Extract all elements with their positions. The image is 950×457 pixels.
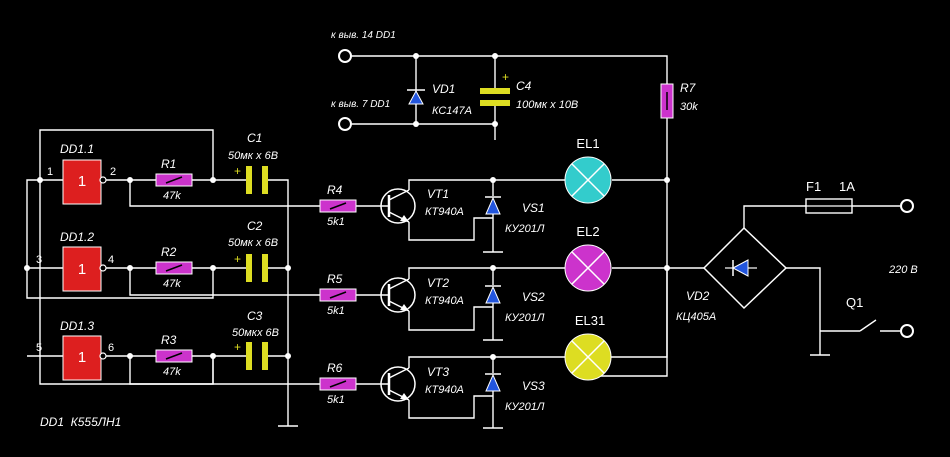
vs1-type: КУ201Л <box>505 223 545 235</box>
wires <box>26 55 900 429</box>
junctions <box>24 53 670 360</box>
gate-2-in-pin: 3 <box>36 254 42 266</box>
base-resistors <box>319 199 357 391</box>
el2-lamp <box>564 244 612 292</box>
vt1-ref: VT1 <box>427 187 449 201</box>
c1-ref: C1 <box>247 131 262 145</box>
el2-ref: EL2 <box>576 224 599 239</box>
c4-value: 100мк х 10В <box>516 99 578 111</box>
c2-ref: C2 <box>247 219 263 233</box>
terminal-pin14 <box>338 49 352 63</box>
vd1-zener <box>407 89 425 105</box>
r3-ref: R3 <box>161 333 177 347</box>
gate-dd1-2 <box>62 246 102 292</box>
el3-ref: EL31 <box>575 313 605 328</box>
mains-voltage: 220 В <box>888 264 918 276</box>
timing-resistors <box>155 173 193 363</box>
vt2-type: КТ940А <box>425 295 464 307</box>
c1-value: 50мк х 6В <box>228 150 278 162</box>
el3-lamp <box>564 333 612 381</box>
gate-3-symbol: 1 <box>78 349 86 366</box>
gate-3-ref: DD1.3 <box>60 319 94 333</box>
vt3-ref: VT3 <box>427 365 449 379</box>
c4-capacitor <box>480 88 510 106</box>
vs3-ref: VS3 <box>522 379 545 393</box>
vs2-thyristor <box>485 285 501 304</box>
r2-ref: R2 <box>161 245 177 259</box>
vt3-transistor <box>380 366 416 402</box>
vs3-type: КУ201Л <box>505 401 545 413</box>
r7-value: 30k <box>680 101 698 113</box>
c2-capacitor <box>246 254 252 282</box>
vs3-thyristor <box>485 373 501 392</box>
r1-ref: R1 <box>161 157 176 171</box>
r6-value: 5k1 <box>327 394 345 406</box>
q1-ref: Q1 <box>846 295 863 310</box>
transistors <box>380 188 416 402</box>
c1-plus: + <box>234 164 241 178</box>
vd2-ref: VD2 <box>686 289 710 303</box>
c2-plus: + <box>234 252 241 266</box>
r6-ref: R6 <box>327 361 343 375</box>
vt2-transistor <box>380 277 416 313</box>
c1-capacitor <box>246 166 252 194</box>
chip-label: DD1 К555ЛН1 <box>40 415 121 429</box>
vs1-ref: VS1 <box>522 201 545 215</box>
f1-ref: F1 <box>806 179 821 194</box>
terminal-mains-bottom <box>900 324 914 338</box>
r4-ref: R4 <box>327 183 343 197</box>
vt1-type: КТ940А <box>425 206 464 218</box>
gate-1-symbol: 1 <box>78 173 86 190</box>
terminals <box>338 49 914 338</box>
pin14-label: к выв. 14 DD1 <box>331 30 396 41</box>
vs2-type: КУ201Л <box>505 312 545 324</box>
r4-value: 5k1 <box>327 216 345 228</box>
lamps <box>564 156 612 381</box>
gate-3-out-pin: 6 <box>108 342 114 354</box>
gate-1-in-pin: 1 <box>47 166 53 178</box>
vt1-transistor <box>380 188 416 224</box>
r7-ref: R7 <box>680 81 697 95</box>
r5-ref: R5 <box>327 272 343 286</box>
vt3-type: КТ940А <box>425 384 464 396</box>
vd2-type: КЦ405А <box>676 311 716 323</box>
vt2-ref: VT2 <box>427 276 449 290</box>
gate-2-ref: DD1.2 <box>60 230 94 244</box>
vd1-ref: VD1 <box>432 82 455 96</box>
r3-value: 47k <box>163 366 181 378</box>
gate-2-symbol: 1 <box>78 261 86 278</box>
f1-rating: 1А <box>839 179 855 194</box>
el1-ref: EL1 <box>576 136 599 151</box>
c3-value: 50мкх 6В <box>232 327 279 339</box>
c2-value: 50мк х 6В <box>228 237 278 249</box>
terminal-pin7 <box>338 117 352 131</box>
thyristors <box>485 196 501 392</box>
r1-value: 47k <box>163 190 181 202</box>
gates <box>51 159 107 381</box>
timing-capacitors <box>246 166 268 370</box>
gate-dd1-1 <box>62 159 102 205</box>
gate-1-ref: DD1.1 <box>60 142 94 156</box>
vs2-ref: VS2 <box>522 290 545 304</box>
r5-value: 5k1 <box>327 305 345 317</box>
r2-value: 47k <box>163 278 181 290</box>
c3-ref: C3 <box>247 309 263 323</box>
pin7-label: к выв. 7 DD1 <box>331 99 390 110</box>
c4-plus: + <box>502 70 509 84</box>
gate-1-out-pin: 2 <box>110 166 116 178</box>
c3-plus: + <box>234 340 241 354</box>
terminal-mains-top <box>900 199 914 213</box>
gate-2-out-pin: 4 <box>108 254 114 266</box>
c3-capacitor <box>246 342 252 370</box>
gate-3-in-pin: 5 <box>36 342 42 354</box>
c4-ref: C4 <box>516 79 532 93</box>
el1-lamp <box>564 156 612 204</box>
vs1-thyristor <box>485 196 501 215</box>
vd1-type: КС147А <box>432 105 472 117</box>
vd2-bridge <box>702 226 788 310</box>
